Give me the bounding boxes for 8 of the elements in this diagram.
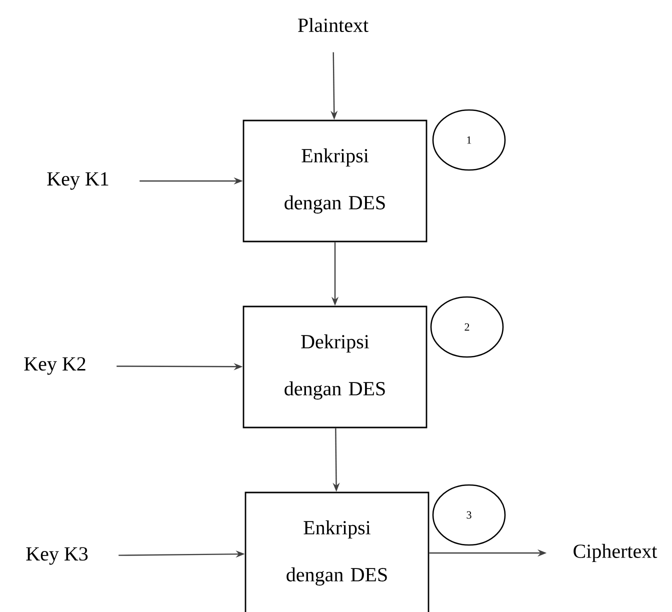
text-label: Key K2 bbox=[24, 357, 86, 375]
process-box: Dekripsi dengan DES bbox=[242, 306, 428, 428]
process-box: Enkripsi dengan DES bbox=[244, 492, 430, 612]
text-label: Key K3 bbox=[26, 547, 88, 565]
text-label: Plaintext bbox=[298, 18, 368, 32]
process-box: Enkripsi dengan DES bbox=[242, 120, 428, 242]
text-label: Key K1 bbox=[47, 172, 108, 190]
text-label: Ciphertext bbox=[574, 544, 658, 562]
